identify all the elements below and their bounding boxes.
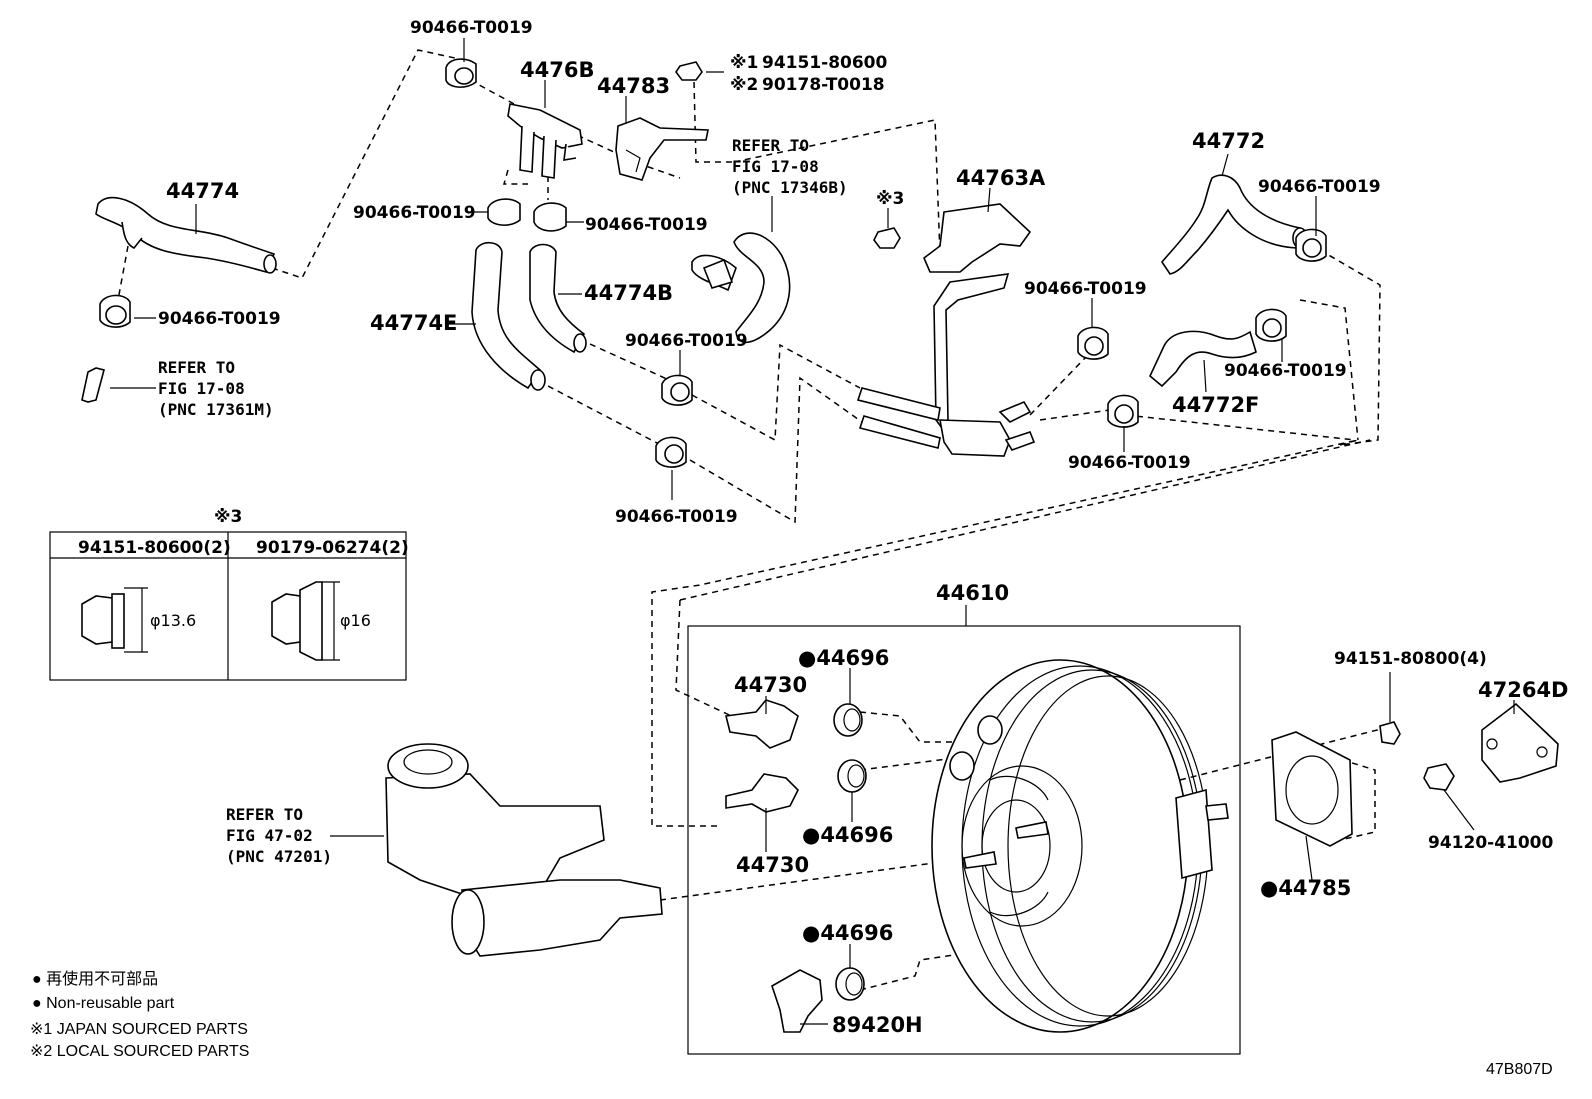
clip-left [99, 294, 131, 328]
nut-16-icon [271, 581, 340, 661]
hose-44774E [471, 241, 546, 391]
label-clip-left-a: 90466-T0019 [158, 309, 281, 329]
label-mark2: ※2 [730, 75, 758, 95]
table-dim1: φ13.6 [150, 611, 196, 630]
label-44696-a: ●44696 [798, 646, 889, 670]
legend-jp: ● 再使用不可部品 [32, 970, 158, 988]
label-89420H: 89420H [832, 1013, 923, 1037]
ref2-line2: FIG 17-08 [158, 379, 245, 398]
label-clip-r3: 90466-T0019 [1224, 361, 1347, 381]
label-44774E: 44774E [370, 311, 457, 335]
label-clip-mid-a: 90466-T0019 [585, 215, 708, 235]
label-local-nut: 90178-T0018 [762, 75, 885, 95]
label-jp-nut: 94151-80600 [762, 53, 888, 73]
bracket-47264D [1481, 702, 1559, 783]
nut-mark3 [873, 227, 901, 249]
label-clip-r2: 90466-T0019 [1024, 279, 1147, 299]
nut-top [675, 61, 703, 81]
ref2-line3: (PNC 17361M) [158, 400, 274, 419]
table-caption: ※3 [214, 507, 242, 527]
label-44774B: 44774B [584, 281, 673, 305]
clips-lower-middle [655, 374, 693, 468]
label-47264D: 47264D [1478, 678, 1569, 702]
hose-44774B [529, 243, 587, 354]
nut-spec-table: ※3 94151-80600(2) 90179-06274(2) φ13.6 φ… [49, 507, 409, 681]
pipe-44763A [856, 203, 1036, 457]
clip-top [445, 58, 477, 88]
label-44774: 44774 [166, 179, 239, 203]
nut-13-6-icon [81, 587, 148, 653]
label-44696-c: ●44696 [802, 921, 893, 945]
label-nut41000: 94120-41000 [1428, 833, 1554, 853]
label-clip-mid-b: 90466-T0019 [625, 331, 748, 351]
hose-44772F [1149, 330, 1257, 388]
label-clip-top: 90466-T0019 [410, 18, 533, 38]
label-mark1: ※1 [730, 53, 758, 73]
figure-id: 47B807D [1486, 1061, 1553, 1078]
label-mark3-nut: ※3 [876, 189, 904, 209]
table-dim2: φ16 [340, 611, 371, 630]
clips-middle-left [487, 198, 567, 232]
label-clip-r1: 90466-T0019 [1258, 177, 1381, 197]
hose-44774 [95, 196, 277, 274]
label-44772: 44772 [1192, 129, 1265, 153]
check-valves-44730 [725, 699, 799, 813]
nut-94120-41000 [1423, 763, 1455, 791]
hose-refer-17361M [81, 367, 105, 403]
ref1-line2: FIG 17-08 [732, 157, 819, 176]
ref3-line1: REFER TO [226, 805, 303, 824]
grommets-44696 [833, 703, 867, 1001]
master-cylinder-refer-47201 [385, 743, 663, 957]
refer-note-47201: REFER TO FIG 47-02 (PNC 47201) [226, 805, 332, 866]
sensor-89420H [771, 969, 823, 1033]
bracket-44783 [615, 117, 709, 181]
legend-local-sourced: ※2 LOCAL SOURCED PARTS [30, 1043, 249, 1060]
brake-booster-44610 [931, 659, 1229, 1033]
legend-en: ● Non-reusable part [32, 995, 175, 1012]
hose-refer-17346B [691, 232, 791, 344]
label-4476B: 4476B [520, 58, 594, 82]
clips-right [1077, 228, 1327, 428]
label-44772F: 44772F [1172, 393, 1259, 417]
gasket-44785 [1271, 731, 1353, 847]
legend-japan-sourced: ※1 JAPAN SOURCED PARTS [30, 1021, 248, 1038]
part-labels: 90466-T0019 4476B 44783 ※1 94151-80600 ※… [158, 18, 1569, 1037]
label-44783: 44783 [597, 74, 670, 98]
label-clip-bottom-left: 90466-T0019 [615, 507, 738, 527]
ref1-line3: (PNC 17346B) [732, 178, 848, 197]
table-col2: 90179-06274(2) [256, 538, 409, 558]
tee-fitting-4476B [507, 103, 583, 179]
label-44763A: 44763A [956, 166, 1046, 190]
booster-assembly-frame [687, 625, 1241, 1055]
refer-note-17346B: REFER TO FIG 17-08 (PNC 17346B) [732, 136, 848, 197]
ref1-line1: REFER TO [732, 136, 809, 155]
ref2-line1: REFER TO [158, 358, 235, 377]
table-col1: 94151-80600(2) [78, 538, 231, 558]
label-44730-b: 44730 [736, 853, 809, 877]
label-clip-left-b: 90466-T0019 [353, 203, 476, 223]
leader-lines [110, 38, 1515, 1025]
label-bolt4: 94151-80800(4) [1334, 649, 1487, 669]
refer-note-17361M: REFER TO FIG 17-08 (PNC 17361M) [158, 358, 274, 419]
bolt-94151-80800 [1379, 721, 1401, 745]
label-44610: 44610 [936, 581, 1009, 605]
label-44696-b: ●44696 [802, 823, 893, 847]
ref3-line2: FIG 47-02 [226, 826, 313, 845]
label-44785: ●44785 [1260, 876, 1351, 900]
label-44730-a: 44730 [734, 673, 807, 697]
ref3-line3: (PNC 47201) [226, 847, 332, 866]
legend: ● 再使用不可部品 ● Non-reusable part ※1 JAPAN S… [30, 970, 249, 1060]
label-clip-r4: 90466-T0019 [1068, 453, 1191, 473]
